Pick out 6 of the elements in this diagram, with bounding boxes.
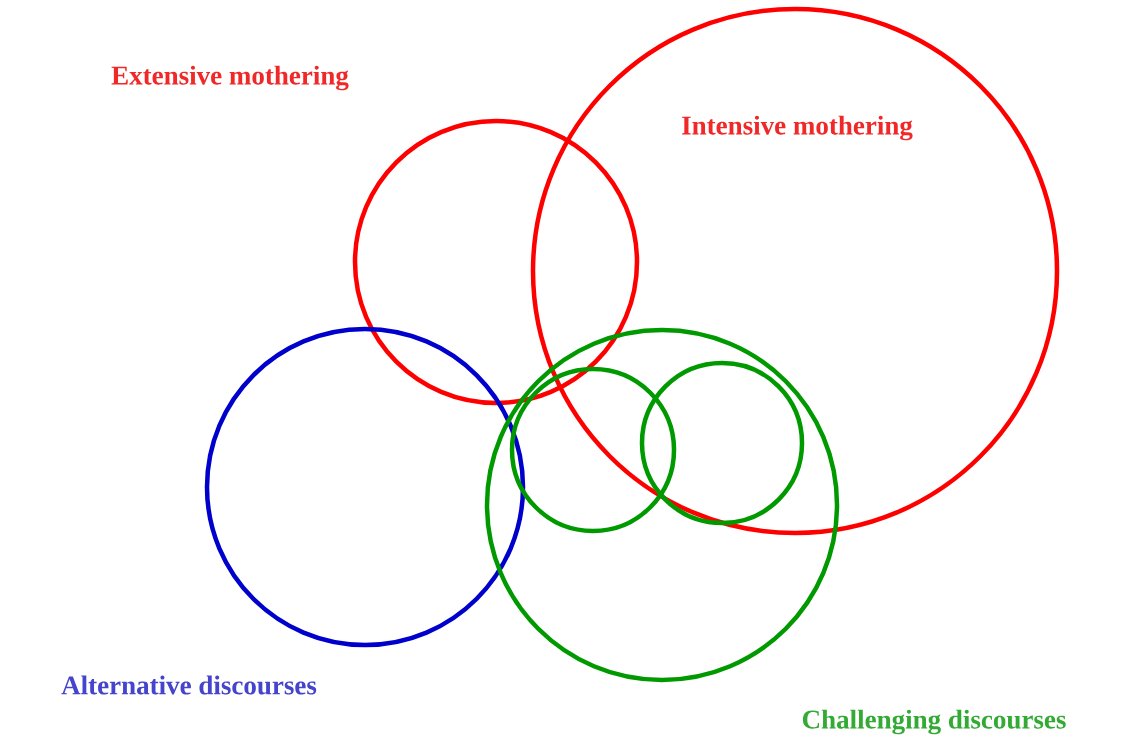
venn-circle [509,366,677,534]
set-label: Alternative discourses [61,675,317,695]
set-label: Challenging discourses [802,709,1066,735]
venn-circle [639,360,805,526]
set-label: Intensive mothering [682,115,913,141]
set-label: Extensive mothering [111,65,349,91]
